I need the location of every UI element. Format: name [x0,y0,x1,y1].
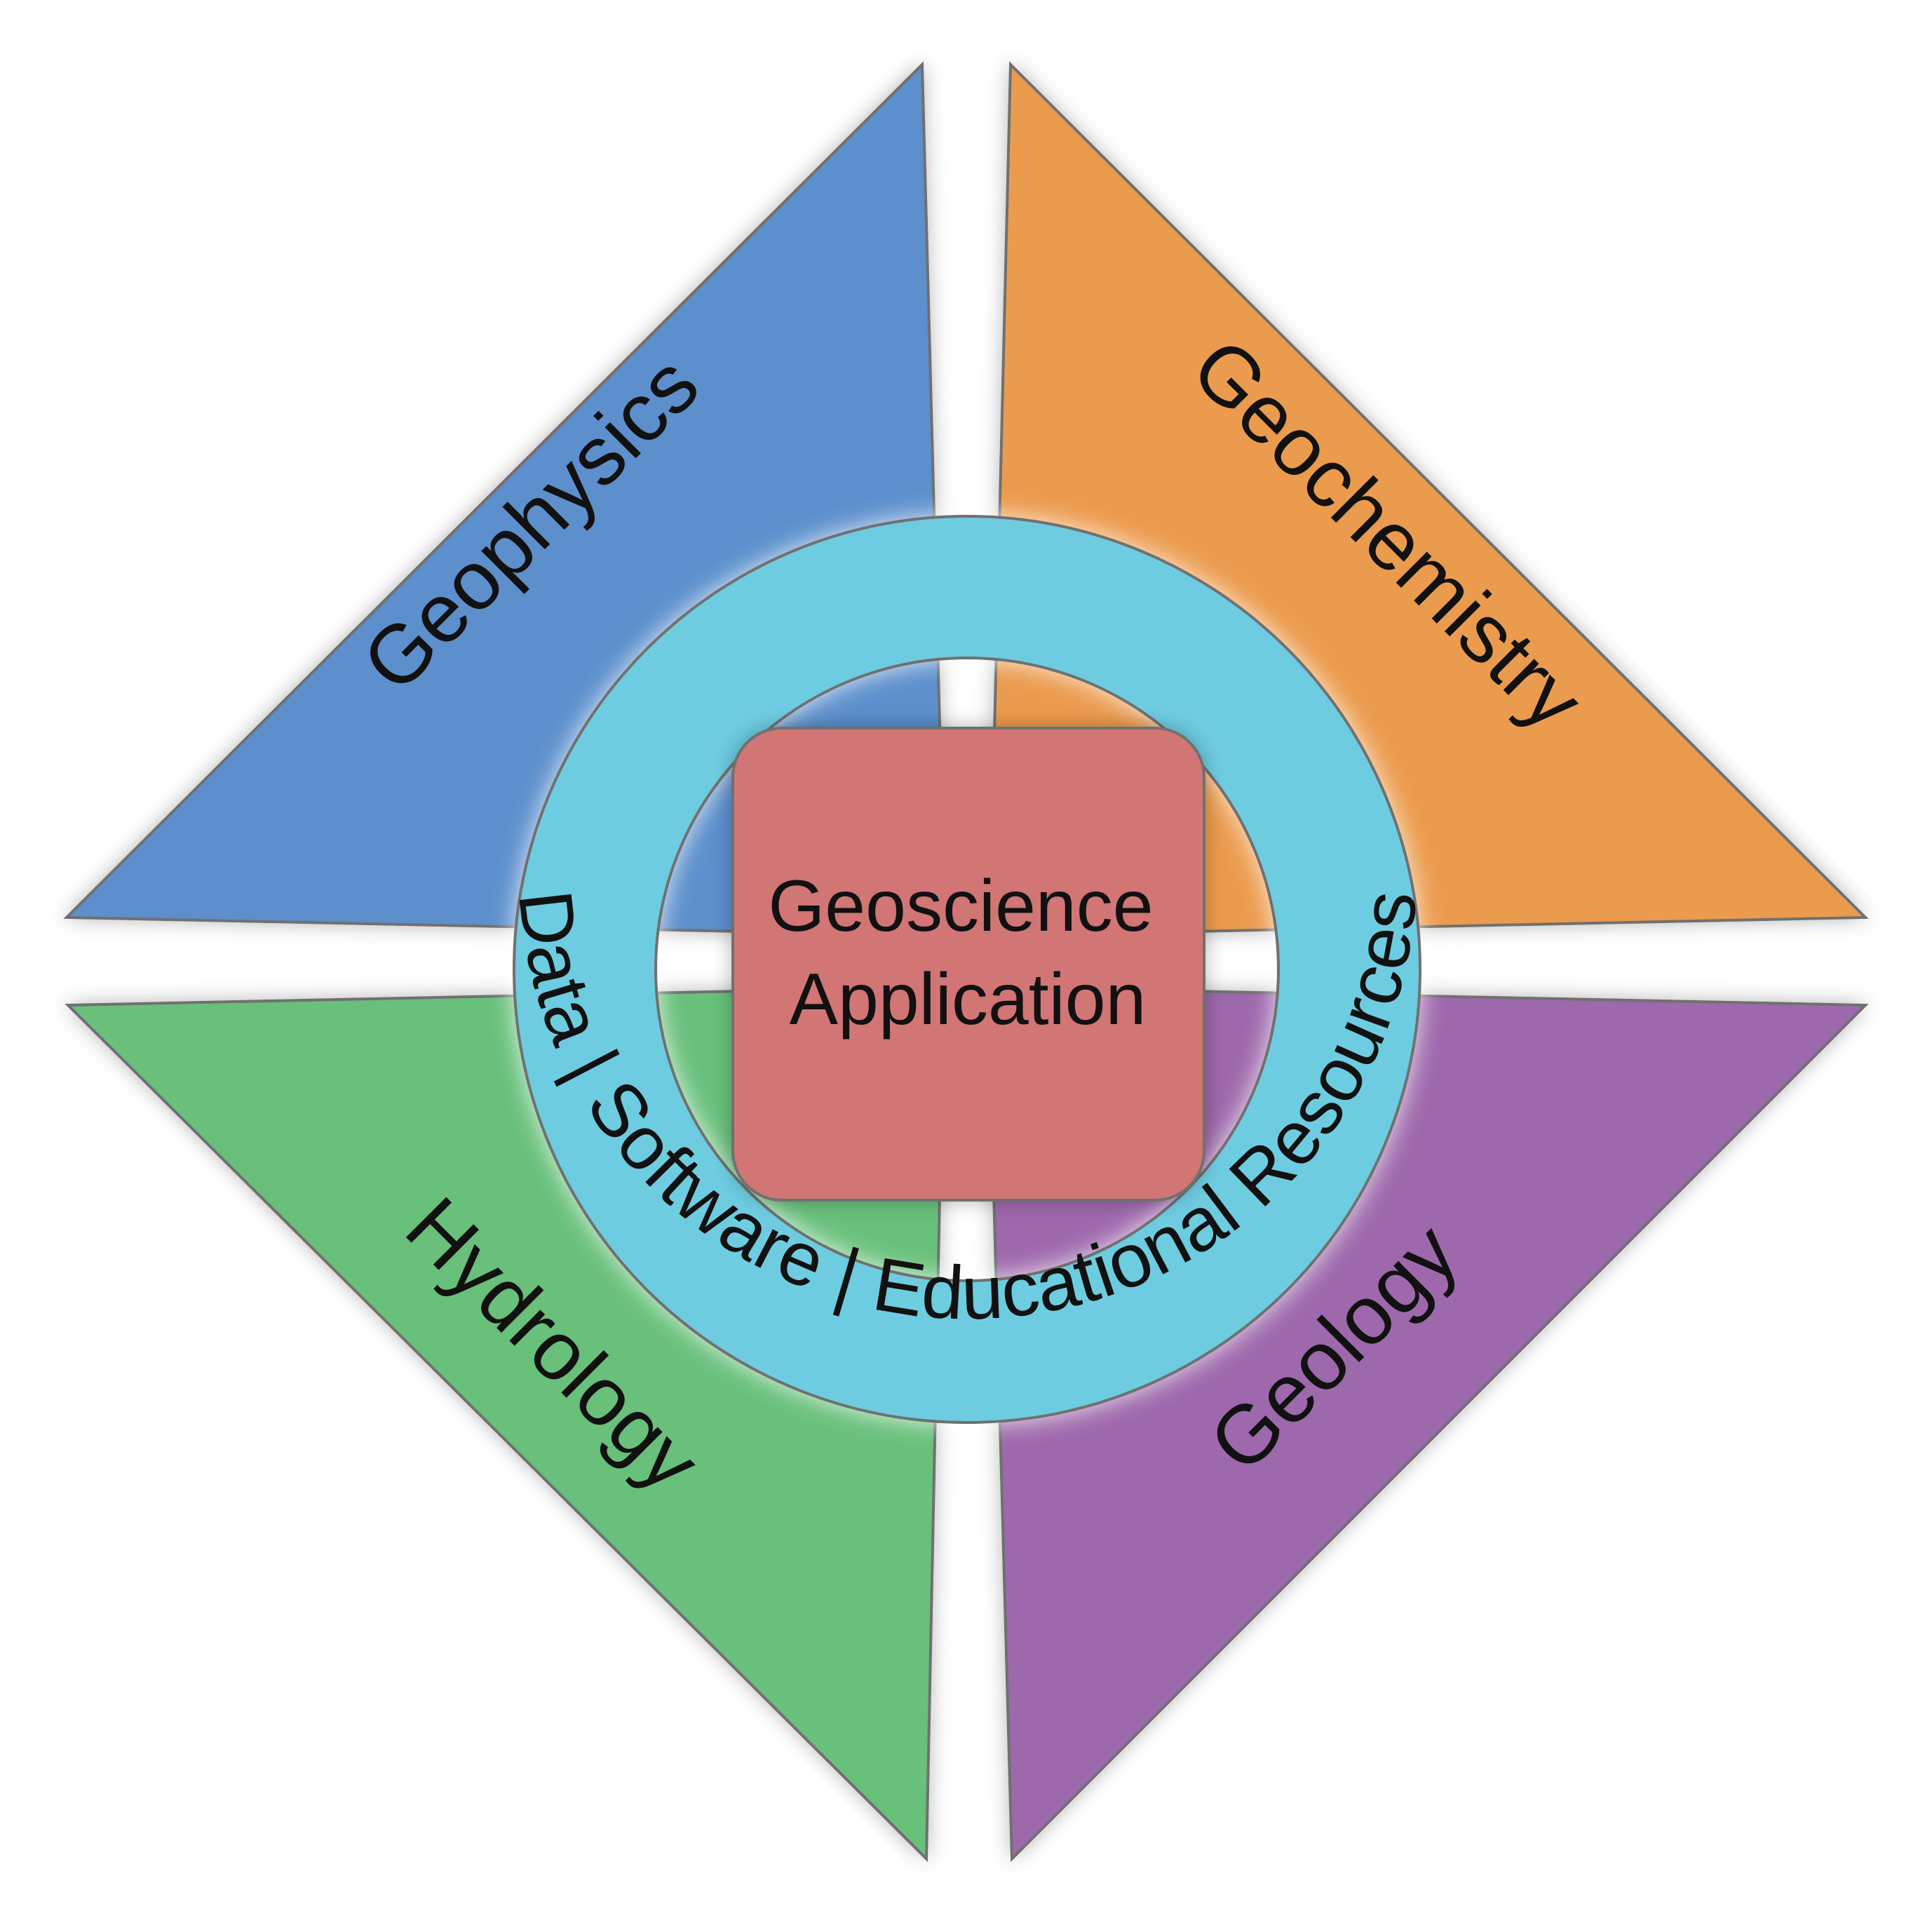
ring-outer-border [513,515,1421,1424]
ring-inner-border [654,657,1280,1282]
center-title-line1: Geoscience [768,866,1153,947]
center-box [731,727,1205,1202]
center-title-line2: Application [790,959,1147,1040]
resource-ring [514,516,1420,1422]
